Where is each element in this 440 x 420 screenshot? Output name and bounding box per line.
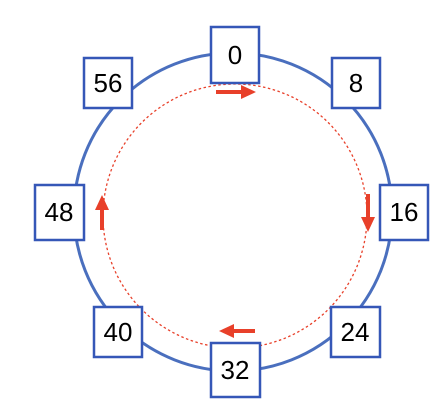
node-label: 32 bbox=[221, 355, 250, 385]
arrow-bottom-left bbox=[219, 324, 255, 338]
node-16: 16 bbox=[378, 183, 430, 242]
node-40: 40 bbox=[92, 305, 144, 359]
node-label: 24 bbox=[341, 317, 370, 347]
node-24: 24 bbox=[329, 305, 382, 359]
node-label: 56 bbox=[94, 68, 123, 98]
node-48: 48 bbox=[33, 183, 86, 242]
node-0: 0 bbox=[209, 25, 261, 85]
node-8: 8 bbox=[330, 56, 382, 110]
node-label: 8 bbox=[349, 68, 363, 98]
node-label: 40 bbox=[104, 317, 133, 347]
node-label: 48 bbox=[45, 197, 74, 227]
arrow-right-down bbox=[361, 194, 375, 232]
node-label: 16 bbox=[390, 197, 419, 227]
node-label: 0 bbox=[228, 40, 242, 70]
arrow-top-right bbox=[216, 85, 256, 99]
node-56: 56 bbox=[82, 56, 134, 110]
arrow-left-up bbox=[95, 195, 109, 230]
node-32: 32 bbox=[209, 341, 262, 399]
